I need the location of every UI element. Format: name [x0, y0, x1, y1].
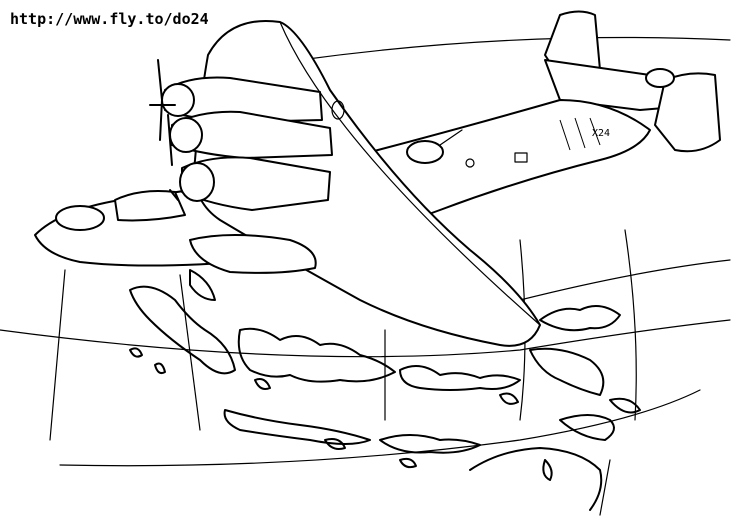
island-outline: [609, 397, 641, 414]
url-caption: http://www.fly.to/do24: [10, 10, 209, 28]
wing-panel-line: [279, 21, 541, 326]
tail-fin-right: [654, 72, 721, 153]
engine-cowl-2: [169, 117, 203, 153]
hatch-marking: [514, 152, 528, 163]
porthole: [465, 158, 475, 168]
aerial-mast: [439, 129, 463, 146]
island-outline: [379, 434, 481, 454]
wing-marking: [331, 100, 345, 120]
dorsal-turret: [406, 140, 444, 164]
island-outline: [189, 269, 216, 301]
nose-turret: [55, 205, 105, 231]
cockpit-canopy: [114, 190, 186, 222]
grid-line: [299, 36, 731, 61]
grid-line: [49, 269, 66, 441]
island-outline: [529, 347, 605, 396]
island-outline: [324, 438, 346, 450]
island-outline: [399, 457, 417, 469]
grid-line: [0, 319, 731, 358]
engine-cowl-1: [161, 83, 195, 117]
tail-marking: X24: [592, 128, 610, 139]
engine-cowl-3: [179, 162, 215, 202]
island-outline: [559, 414, 615, 441]
island-outline: [237, 327, 396, 383]
island-outline: [154, 362, 166, 375]
tail-turret: [645, 68, 675, 88]
island-outline: [254, 378, 271, 390]
island-outline: [129, 347, 143, 358]
island-outline: [539, 305, 621, 332]
island-outline: [542, 459, 553, 481]
propeller-3: [169, 189, 179, 201]
island-outline: [129, 285, 236, 375]
sponson: [189, 234, 317, 274]
propeller-2: [167, 114, 173, 166]
island-outline: [399, 365, 521, 391]
seaplane-propellers: [149, 59, 179, 201]
grid-line: [519, 259, 731, 301]
seaplane-tail: [544, 10, 721, 153]
coastline: [469, 447, 603, 511]
propeller-1: [157, 59, 163, 141]
coastlines: [129, 269, 641, 511]
island-outline: [223, 409, 371, 445]
seaplane-engines: [161, 76, 333, 211]
island-outline: [499, 392, 519, 405]
grid-line: [59, 389, 701, 467]
grid-line: [624, 229, 637, 421]
grid-line: [599, 459, 611, 516]
